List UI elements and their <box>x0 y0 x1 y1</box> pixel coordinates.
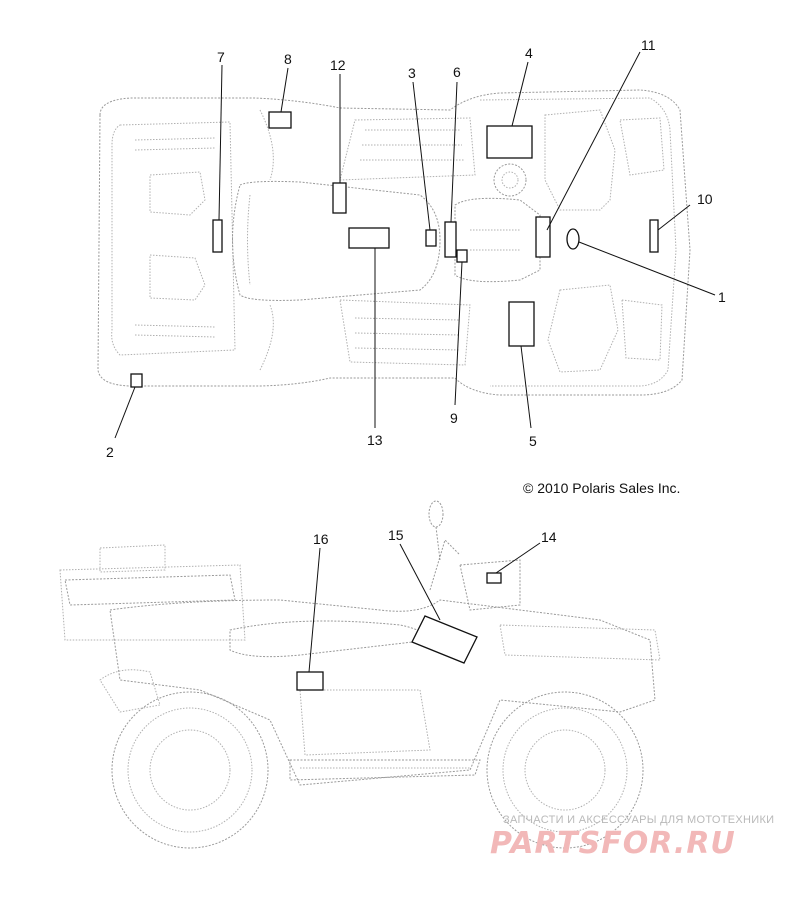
callout-12: 12 <box>330 57 346 73</box>
side-view-leaders <box>308 542 541 673</box>
decal-11 <box>535 216 551 258</box>
side-view-decals <box>296 572 502 691</box>
callout-labels: 7 8 12 3 6 4 11 10 1 2 13 9 5 16 15 14 <box>106 37 726 547</box>
callout-3: 3 <box>408 65 416 81</box>
top-view-decals <box>130 111 659 388</box>
decal-12 <box>332 182 347 214</box>
decal-4 <box>486 125 533 159</box>
decal-5 <box>508 301 535 347</box>
callout-8: 8 <box>284 51 292 67</box>
top-view-leaders <box>114 51 716 439</box>
callout-11: 11 <box>641 37 656 53</box>
watermark-logo: PARTSFOR.RU <box>490 826 736 861</box>
copyright-text: © 2010 Polaris Sales Inc. <box>523 480 680 496</box>
callout-9: 9 <box>450 410 458 426</box>
decal-6 <box>444 221 457 258</box>
atv-top-view <box>97 89 691 396</box>
callout-4: 4 <box>525 45 533 61</box>
callout-16: 16 <box>313 531 329 547</box>
decal-2 <box>130 373 143 388</box>
callout-6: 6 <box>453 64 461 80</box>
decal-15 <box>411 615 478 664</box>
decal-8 <box>268 111 292 129</box>
decal-13 <box>348 227 390 249</box>
watermark: ЗАПЧАСТИ И АКСЕССУАРЫ ДЛЯ МОТОТЕХНИКИ PA… <box>490 814 774 861</box>
callout-10: 10 <box>697 191 713 207</box>
callout-14: 14 <box>541 529 557 545</box>
callout-15: 15 <box>388 527 404 543</box>
decal-1 <box>566 228 580 250</box>
decal-16 <box>296 671 324 691</box>
callout-2: 2 <box>106 444 114 460</box>
decal-10 <box>649 219 659 253</box>
watermark-tagline: ЗАПЧАСТИ И АКСЕССУАРЫ ДЛЯ МОТОТЕХНИКИ <box>503 814 774 826</box>
callout-5: 5 <box>529 433 537 449</box>
decal-7 <box>212 219 223 253</box>
decal-3 <box>425 229 437 247</box>
decal-14 <box>486 572 502 584</box>
decal-9 <box>456 249 468 263</box>
callout-13: 13 <box>367 432 383 448</box>
callout-7: 7 <box>217 49 225 65</box>
atv-side-view <box>59 500 661 849</box>
callout-1: 1 <box>718 289 726 305</box>
